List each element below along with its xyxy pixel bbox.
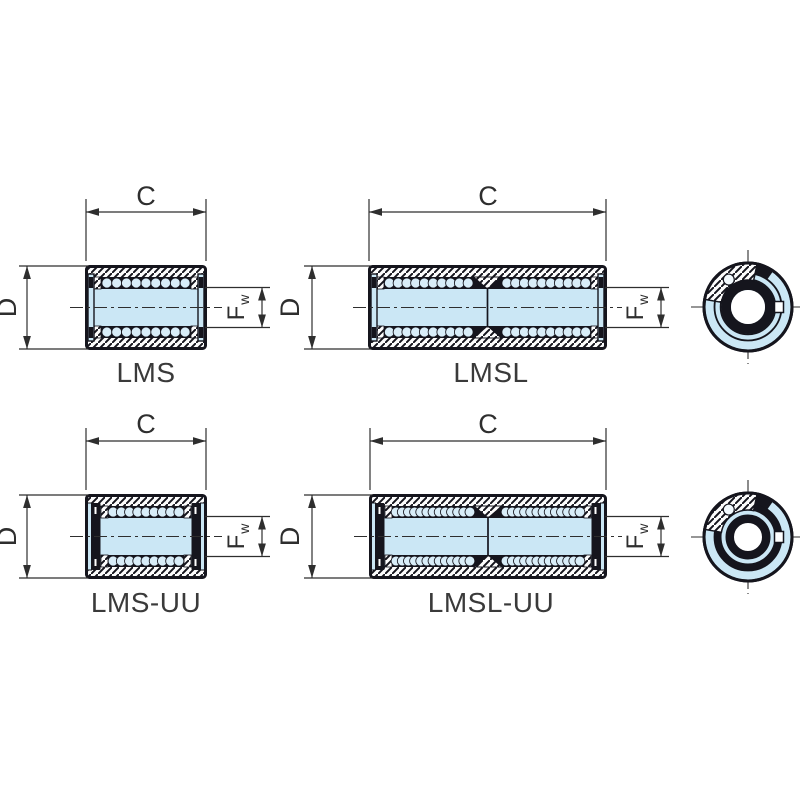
section-views-layer: [19, 199, 800, 594]
dim-label-c-lmsl-uu: C: [478, 409, 498, 439]
model-label-lms: LMS: [116, 357, 175, 388]
lms-dimensions: [19, 199, 270, 350]
end-view-sealed: [691, 480, 800, 594]
model-label-lmsl-uu: LMSL-UU: [428, 587, 554, 618]
lmsl-dimensions: [304, 199, 669, 350]
end-view-open: [691, 250, 800, 364]
lmsl-cross-section: [353, 265, 622, 350]
dim-label-c-lms-uu: C: [136, 409, 156, 439]
dim-label-fw-lmsl-uu: Fw: [622, 523, 651, 550]
lms_uu-dimensions: [19, 428, 270, 579]
dim-label-d-lms: D: [0, 298, 22, 318]
dim-label-c-lms: C: [136, 181, 156, 211]
model-label-lms-uu: LMS-UU: [91, 587, 201, 618]
dim-label-fw-lms: Fw: [223, 294, 252, 321]
lms-cross-section: [70, 265, 222, 350]
lmsl_uu-cross-section: [354, 494, 622, 579]
model-label-lmsl: LMSL: [453, 357, 528, 388]
lms_uu-cross-section: [70, 494, 222, 579]
dim-label-fw-lmsl: Fw: [622, 294, 651, 321]
lmsl_uu-dimensions: [304, 428, 669, 579]
dim-label-d-lms-uu: D: [0, 527, 22, 547]
dim-label-c-lmsl: C: [478, 181, 498, 211]
dim-label-fw-lms-uu: Fw: [223, 523, 252, 550]
dim-label-d-lmsl: D: [275, 298, 305, 318]
dim-label-d-lmsl-uu: D: [275, 527, 305, 547]
